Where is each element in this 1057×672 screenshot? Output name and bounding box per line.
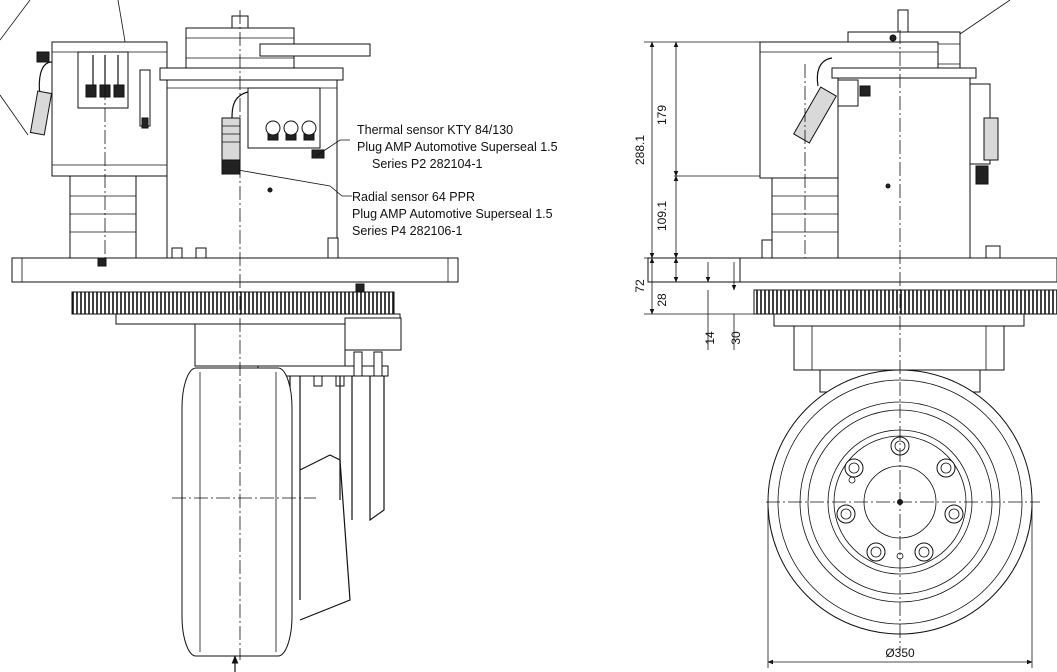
annotation-thermal-sensor: Thermal sensor KTY 84/130 Plug AMP Autom… — [357, 123, 558, 171]
dimension-lines — [644, 41, 1033, 668]
dim-text-288-1: 288.1 — [633, 135, 647, 165]
dimension-texts: 179 288.1 109.1 72 28 14 30 Ø350 — [633, 105, 915, 660]
thermal-sensor-line3: Series P2 282104-1 — [372, 157, 483, 171]
leader-line — [0, 0, 31, 41]
cable — [38, 61, 53, 96]
plug-left — [29, 90, 53, 136]
slewing-gear — [71, 291, 395, 315]
leader-line — [959, 0, 1011, 35]
dim-text-179: 179 — [655, 105, 669, 125]
slewing-gear-front — [753, 289, 1057, 315]
plug-front-left — [793, 86, 837, 144]
thermal-sensor-line1: Thermal sensor KTY 84/130 — [357, 123, 513, 137]
wheel-fork — [289, 376, 385, 600]
dim-text-diameter: Ø350 — [885, 646, 915, 660]
drive-column — [69, 175, 137, 259]
radial-sensor-line2: Plug AMP Automotive Superseal 1.5 — [352, 207, 553, 221]
dim-text-28: 28 — [655, 293, 669, 307]
mounting-flange-front — [739, 257, 1057, 283]
mounting-flange — [11, 257, 459, 283]
dim-text-30: 30 — [729, 331, 743, 345]
leader-radial — [237, 169, 352, 197]
dim-text-109-1: 109.1 — [655, 201, 669, 231]
gearbox-front — [793, 325, 1005, 371]
gearbox — [194, 323, 346, 367]
dim-text-72: 72 — [633, 279, 647, 293]
leader-line — [0, 94, 29, 136]
leader-thermal — [315, 139, 350, 157]
connector-box — [77, 51, 129, 109]
annotation-radial-sensor: Radial sensor 64 PPR Plug AMP Automotive… — [352, 190, 553, 238]
front-view — [647, 0, 1057, 650]
radial-sensor-line3: Series P4 282106-1 — [352, 224, 463, 238]
thermal-sensor-line2: Plug AMP Automotive Superseal 1.5 — [357, 140, 558, 154]
side-view — [0, 0, 459, 672]
dim-text-14: 14 — [703, 331, 717, 345]
wheel-bolts — [836, 436, 964, 562]
sensor-cluster — [247, 87, 321, 149]
radial-sensor-line1: Radial sensor 64 PPR — [352, 190, 475, 204]
brake-lever — [259, 43, 371, 57]
drive-wheel-side — [181, 367, 293, 657]
